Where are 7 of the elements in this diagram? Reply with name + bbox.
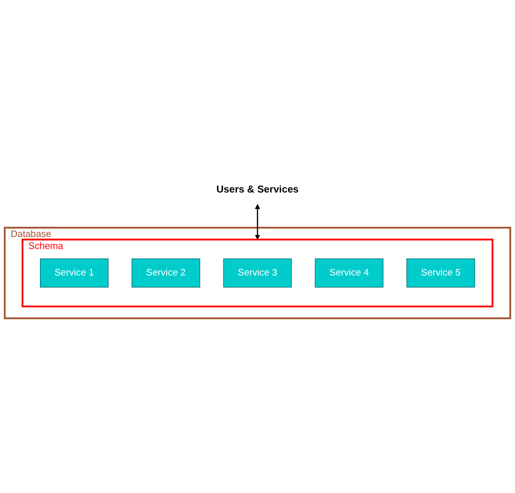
node-box: Service 2 bbox=[132, 258, 200, 288]
node-box: Service 5 bbox=[406, 258, 476, 288]
node-text: Users & Services bbox=[216, 184, 299, 195]
node-box: Service 3 bbox=[223, 258, 292, 288]
node-box: Service 1 bbox=[40, 258, 108, 288]
node-box: Service 4 bbox=[314, 258, 384, 288]
arrow bbox=[254, 204, 260, 240]
